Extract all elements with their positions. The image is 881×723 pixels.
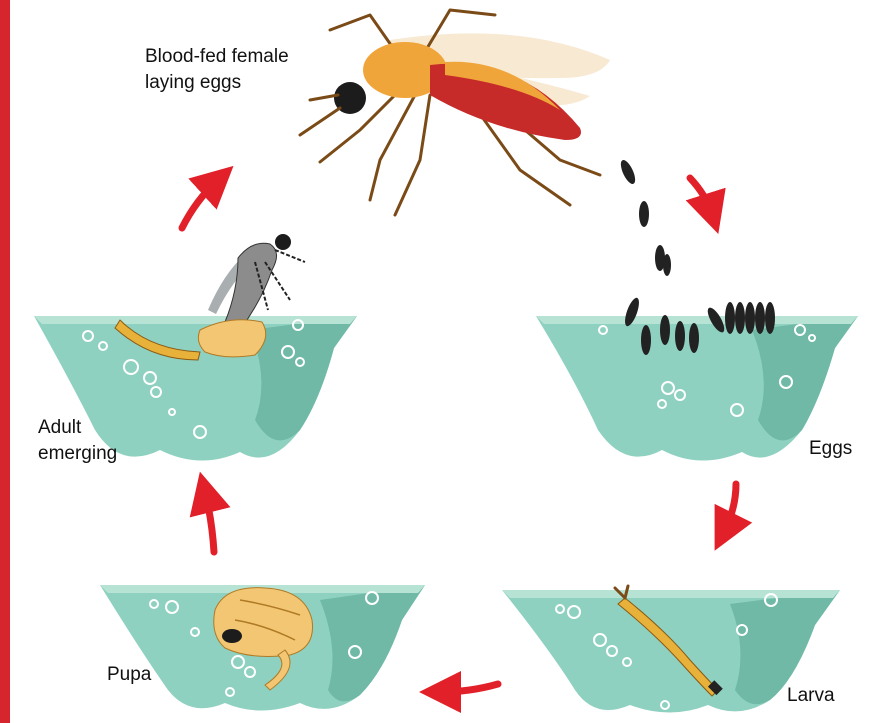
label-adult-emerging: Adult emerging <box>38 415 117 467</box>
label-eggs: Eggs <box>809 436 852 462</box>
arrow-larva-to-pupa <box>440 684 498 692</box>
arrow-adult-emerging-to-female <box>182 180 218 228</box>
arrow-pupa-to-adult-emerging <box>205 492 214 552</box>
falling-eggs <box>618 158 671 276</box>
arrow-female-to-eggs <box>690 178 712 214</box>
arrow-eggs-to-larva <box>724 484 736 532</box>
label-line: laying eggs <box>145 70 289 96</box>
blood-fed-female-mosquito <box>300 10 671 276</box>
label-pupa: Pupa <box>107 662 151 688</box>
label-line: Larva <box>787 683 835 709</box>
label-blood-fed-female: Blood-fed female laying eggs <box>145 44 289 96</box>
label-line: Eggs <box>809 436 852 462</box>
label-line: Pupa <box>107 662 151 688</box>
label-line: emerging <box>38 441 117 467</box>
label-line: Adult <box>38 415 117 441</box>
label-line: Blood-fed female <box>145 44 289 70</box>
label-larva: Larva <box>787 683 835 709</box>
